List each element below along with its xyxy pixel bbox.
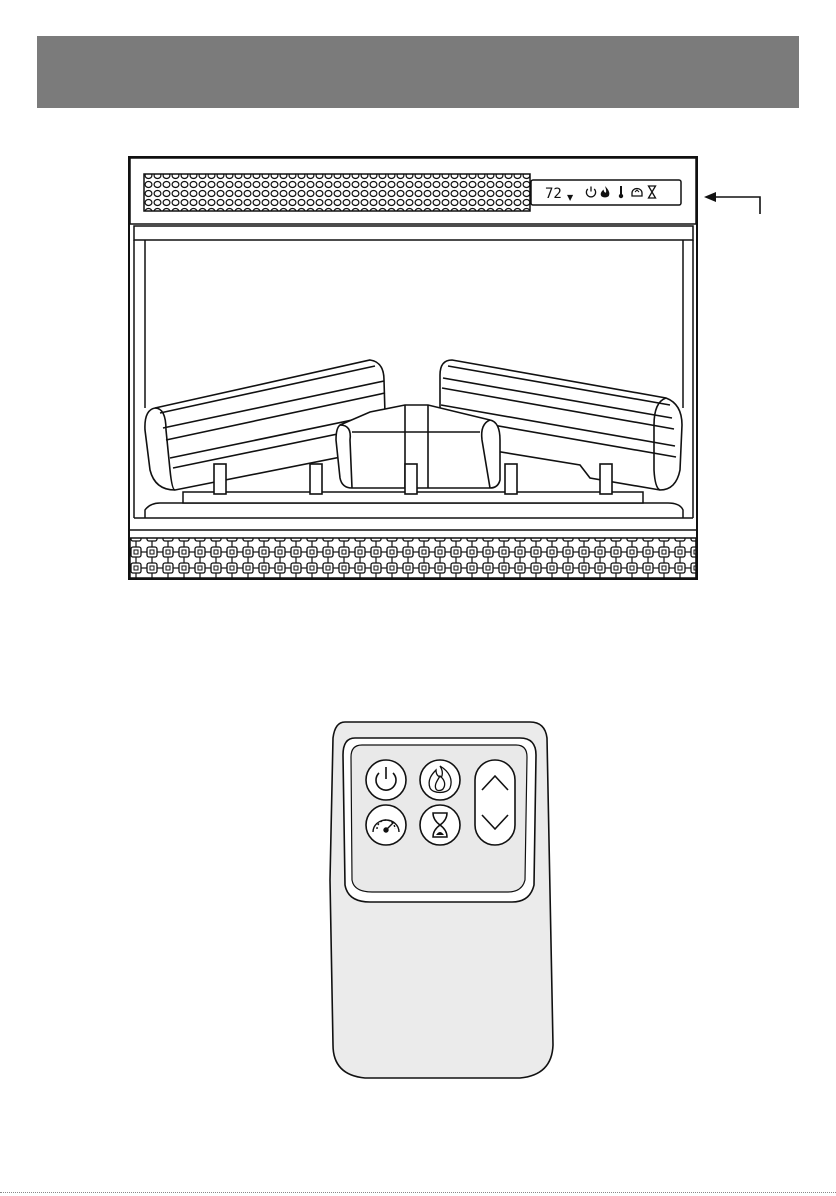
remote-up-down-rocker — [475, 760, 515, 845]
fireplace-insert: 72 ▼ — [129, 157, 760, 579]
remote-heat-button[interactable] — [366, 805, 406, 845]
page-bottom-rule — [0, 1192, 836, 1193]
top-vent-grille — [144, 174, 530, 211]
remote-flame-button[interactable] — [420, 760, 460, 800]
remote-power-button[interactable] — [366, 760, 406, 800]
control-display[interactable]: 72 ▼ — [531, 180, 681, 205]
display-unit-marker: ▼ — [567, 193, 574, 202]
bottom-decorative-grille — [130, 538, 696, 578]
display-callout-arrow — [704, 192, 760, 214]
remote-control — [330, 722, 553, 1078]
remote-timer-button[interactable] — [420, 805, 460, 845]
display-temperature: 72 — [545, 186, 562, 202]
center-log — [336, 405, 500, 488]
top-control-panel: 72 ▼ — [130, 158, 696, 224]
